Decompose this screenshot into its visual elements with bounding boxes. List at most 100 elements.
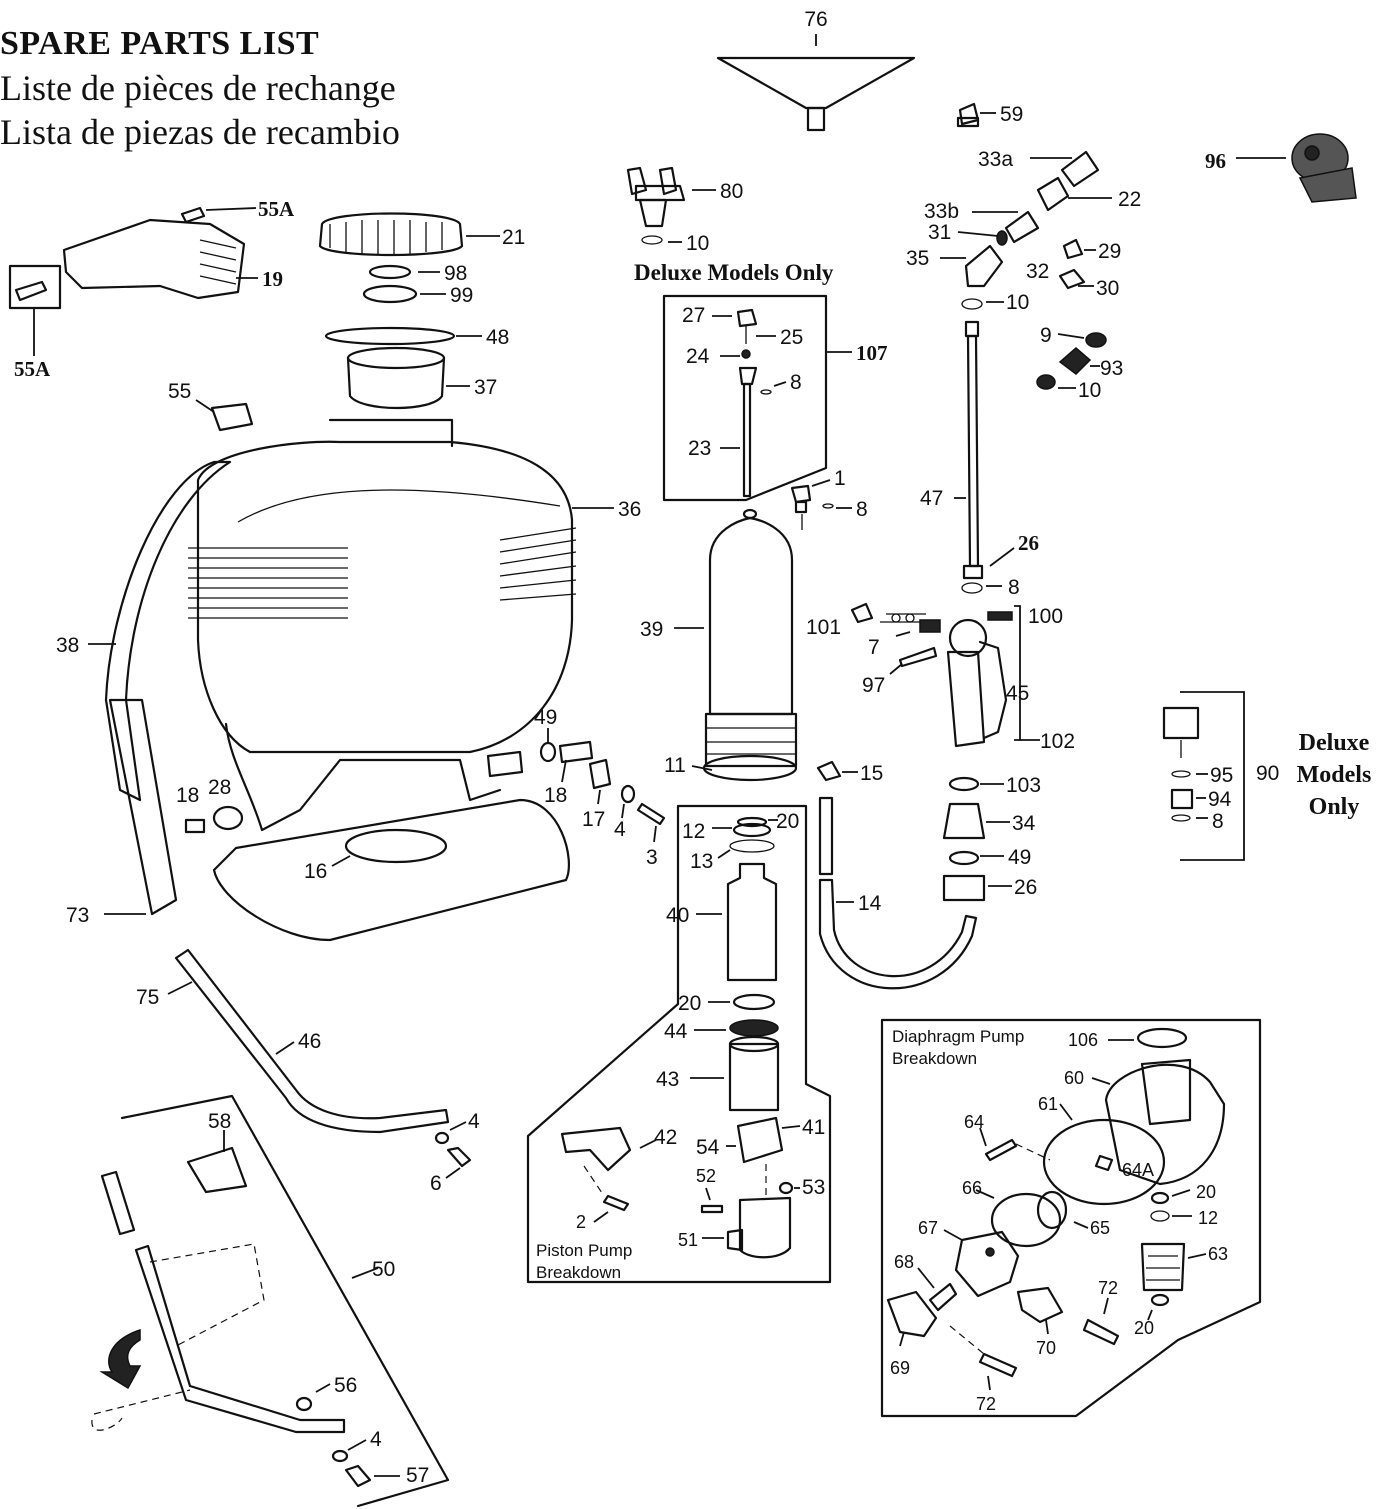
part-80-coupler <box>626 166 716 245</box>
label-64: 64 <box>964 1112 984 1132</box>
label-7: 7 <box>868 636 880 659</box>
label-2: 2 <box>576 1212 586 1232</box>
part-fittings-lower <box>184 728 666 843</box>
label-100: 100 <box>1028 605 1063 628</box>
label-49b: 49 <box>1008 846 1031 869</box>
part-38-hose <box>88 460 232 916</box>
part-21-cap <box>318 212 500 257</box>
label-20b: 20 <box>678 992 701 1015</box>
label-33b: 33b <box>924 200 959 223</box>
label-8a: 8 <box>790 371 802 394</box>
title-block: SPARE PARTS LIST Liste de pièces de rech… <box>0 22 400 154</box>
label-9: 9 <box>1040 324 1052 347</box>
label-33a: 33a <box>978 148 1013 171</box>
part-1-plug <box>790 479 852 530</box>
part-46-pump-handle <box>167 948 472 1179</box>
note-deluxe-top: Deluxe Models Only <box>634 260 834 285</box>
label-8b: 8 <box>856 498 868 521</box>
part-37-strainer <box>346 346 470 410</box>
label-8c: 8 <box>1212 810 1224 833</box>
label-21: 21 <box>502 226 525 249</box>
label-73: 73 <box>66 904 89 927</box>
label-58: 58 <box>208 1110 231 1133</box>
label-38: 38 <box>56 634 79 657</box>
label-65: 65 <box>1090 1218 1110 1238</box>
label-48: 48 <box>486 326 509 349</box>
label-50: 50 <box>372 1258 395 1281</box>
box-piston-pump <box>526 804 832 1284</box>
part-29-32-30 <box>1058 238 1096 290</box>
note-deluxe-right-2: Models <box>1297 762 1372 788</box>
title-main: SPARE PARTS LIST <box>0 25 320 62</box>
label-94: 94 <box>1208 788 1232 811</box>
label-53: 53 <box>802 1176 825 1199</box>
label-28: 28 <box>208 776 231 799</box>
label-101: 101 <box>806 616 841 639</box>
part-103-34-49-26 <box>942 776 1012 902</box>
label-55: 55 <box>168 380 191 403</box>
label-10d: 10 <box>1078 379 1101 402</box>
label-44: 44 <box>664 1020 688 1043</box>
label-3: 3 <box>646 846 658 869</box>
label-54: 54 <box>696 1136 720 1159</box>
box-diaphragm-pump <box>880 1018 1262 1418</box>
label-20c: 20 <box>1196 1182 1216 1202</box>
label-90: 90 <box>1256 762 1279 785</box>
part-9-93-10 <box>1036 332 1107 390</box>
label-15: 15 <box>860 762 883 785</box>
label-11: 11 <box>664 754 686 777</box>
label-55A-top: 55A <box>258 197 295 221</box>
part-50-extension-panel <box>91 1094 450 1508</box>
label-70: 70 <box>1036 1338 1056 1358</box>
label-55A-bottom: 55A <box>14 357 51 381</box>
note-deluxe-right-1: Deluxe <box>1299 730 1370 756</box>
label-107: 107 <box>856 341 888 365</box>
label-36: 36 <box>618 498 641 521</box>
label-17: 17 <box>582 808 605 831</box>
label-18a: 18 <box>176 784 199 807</box>
label-20a: 20 <box>776 810 799 833</box>
label-64A: 64A <box>1122 1160 1154 1180</box>
label-93: 93 <box>1100 357 1123 380</box>
label-18b: 18 <box>544 784 567 807</box>
piston-box-title-1: Piston Pump <box>536 1241 632 1260</box>
label-52: 52 <box>696 1166 716 1186</box>
label-72b: 72 <box>976 1394 996 1414</box>
label-41: 41 <box>802 1116 825 1139</box>
diaphragm-box-title-2: Breakdown <box>892 1049 977 1068</box>
label-23: 23 <box>688 437 711 460</box>
label-4a: 4 <box>614 818 626 841</box>
part-19-handle <box>8 206 258 356</box>
box-107 <box>662 294 852 502</box>
label-20d: 20 <box>1134 1318 1154 1338</box>
title-sub-spanish: Lista de piezas de recambio <box>0 112 400 152</box>
label-1: 1 <box>834 467 846 490</box>
label-80: 80 <box>720 180 743 203</box>
label-39: 39 <box>640 618 663 641</box>
label-43: 43 <box>656 1068 679 1091</box>
part-base-frame <box>212 798 570 942</box>
part-96-nozzle <box>1236 133 1357 203</box>
label-25: 25 <box>780 326 803 349</box>
label-29: 29 <box>1098 240 1121 263</box>
label-10a: 10 <box>686 232 709 255</box>
label-24: 24 <box>686 345 710 368</box>
label-13: 13 <box>690 850 713 873</box>
label-19: 19 <box>262 267 283 291</box>
label-102: 102 <box>1040 730 1075 753</box>
label-31: 31 <box>928 221 951 244</box>
part-98-99-48 <box>324 264 482 346</box>
part-39-air-chamber <box>674 508 798 782</box>
title-sub-french: Liste de pièces de rechange <box>0 68 396 108</box>
label-47: 47 <box>920 487 943 510</box>
label-76: 76 <box>804 8 827 31</box>
part-76-cone <box>716 34 916 132</box>
label-72a: 72 <box>1098 1278 1118 1298</box>
label-98: 98 <box>444 262 467 285</box>
label-27: 27 <box>682 304 705 327</box>
label-32: 32 <box>1026 260 1049 283</box>
part-59-cap <box>956 102 996 128</box>
label-22: 22 <box>1118 188 1141 211</box>
label-12a: 12 <box>682 820 705 843</box>
